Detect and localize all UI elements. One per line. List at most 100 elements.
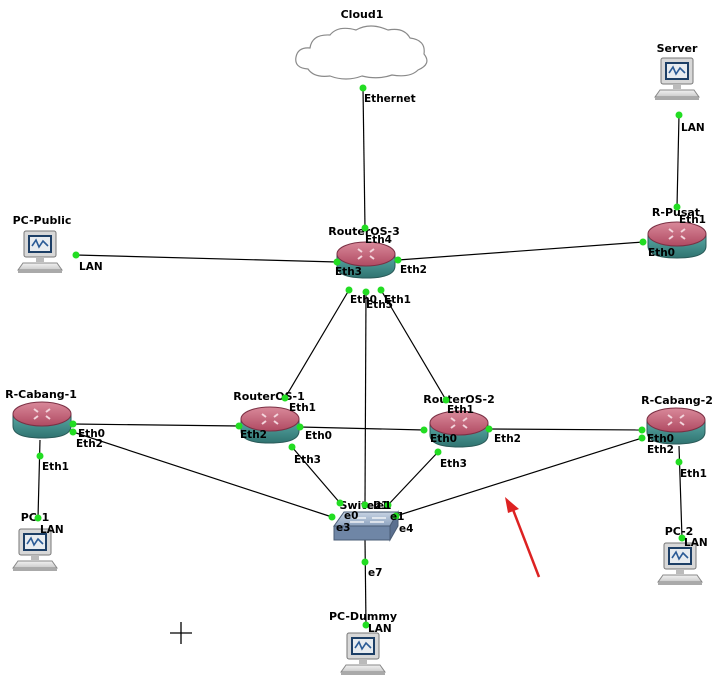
- r-cabang-2-name: R-Cabang-2: [641, 394, 713, 407]
- port-label: e4: [399, 523, 413, 535]
- node-r-cabang-1[interactable]: R-Cabang-1: [5, 388, 77, 439]
- link-routeros1-routeros2[interactable]: [299, 426, 425, 431]
- port-dot: [675, 111, 683, 119]
- port-dot: [288, 443, 296, 451]
- links: [37, 87, 683, 626]
- link-rcabang2-switch1[interactable]: [395, 437, 643, 517]
- port-label: Eth1: [384, 294, 411, 306]
- port-dot: [361, 558, 369, 566]
- node-routeros-3[interactable]: RouterOS-3: [328, 225, 400, 279]
- port-dot: [442, 396, 450, 404]
- link-routeros2-rcabang2[interactable]: [488, 428, 643, 431]
- server-pc-icon: [654, 57, 700, 101]
- port-label: Eth0: [430, 433, 457, 445]
- port-dot: [69, 420, 77, 428]
- port-label: LAN: [40, 524, 64, 536]
- port-label: LAN: [681, 122, 705, 134]
- port-dot: [72, 251, 80, 259]
- port-label: LAN: [79, 261, 103, 273]
- port-dot: [361, 501, 369, 509]
- r-cabang-1-router-icon: [12, 401, 72, 439]
- port-label: e2: [367, 500, 381, 512]
- node-server[interactable]: Server: [654, 42, 700, 101]
- port-dot: [34, 514, 42, 522]
- link-routeros2-switch1[interactable]: [387, 451, 439, 506]
- link-rcabang1-switch1[interactable]: [72, 431, 333, 518]
- pc-public-pc-icon: [17, 230, 63, 274]
- pc-dummy-name: PC-Dummy: [329, 610, 397, 623]
- node-pc-1[interactable]: PC-1: [12, 511, 58, 572]
- link-server-rpusat[interactable]: [676, 114, 680, 208]
- pc-public-name: PC-Public: [13, 214, 72, 227]
- port-label: e1: [377, 500, 391, 512]
- port-label: Eth2: [494, 433, 521, 445]
- link-rcabang1-routeros1[interactable]: [72, 423, 240, 427]
- port-dot: [485, 425, 493, 433]
- port-dot: [296, 423, 304, 431]
- cloud-icon: [295, 25, 428, 80]
- port-label: Eth2: [400, 264, 427, 276]
- port-label: Eth0: [305, 430, 332, 442]
- node-routeros-2[interactable]: RouterOS-2: [423, 393, 495, 448]
- link-routeros3-routeros1[interactable]: [284, 289, 350, 399]
- port-label: Eth3: [335, 266, 362, 278]
- link-routeros3-switch1[interactable]: [364, 291, 367, 506]
- port-dots: [34, 84, 686, 629]
- port-label: Eth3: [440, 458, 467, 470]
- link-rcabang1-pc1[interactable]: [37, 439, 41, 519]
- port-label: Eth1: [447, 404, 474, 416]
- port-label: LAN: [684, 537, 708, 549]
- port-dot: [36, 452, 44, 460]
- link-cloud-routeros3[interactable]: [362, 87, 366, 229]
- port-label: Eth4: [365, 234, 392, 246]
- port-dot: [69, 428, 77, 436]
- port-dot: [392, 512, 400, 520]
- port-dot: [362, 621, 370, 629]
- port-dot: [361, 224, 369, 232]
- port-label: Eth0: [647, 433, 674, 445]
- r-cabang-1-name: R-Cabang-1: [5, 388, 77, 401]
- red-arrow-annotation: [505, 497, 541, 578]
- port-label: Eth5: [366, 299, 393, 311]
- crosshair-cursor-icon: [170, 622, 192, 644]
- port-label: e7: [368, 567, 382, 579]
- node-pc-public[interactable]: PC-Public: [13, 214, 72, 274]
- cloud1-name: Cloud1: [341, 8, 384, 21]
- port-dot: [384, 501, 392, 509]
- port-dot: [281, 394, 289, 402]
- port-dot: [235, 422, 243, 430]
- port-label: Eth1: [679, 214, 706, 226]
- port-dot: [377, 286, 385, 294]
- port-dot: [333, 258, 341, 266]
- port-label: e1: [390, 511, 404, 523]
- node-pc-dummy[interactable]: PC-Dummy: [329, 610, 397, 676]
- routeros-3-name: RouterOS-3: [328, 225, 400, 238]
- port-label: Eth2: [76, 438, 103, 450]
- port-label: Eth3: [294, 454, 321, 466]
- port-label: Eth2: [647, 444, 674, 456]
- port-label: Eth0: [648, 247, 675, 259]
- node-cloud1[interactable]: Cloud1: [295, 8, 428, 80]
- port-dot: [673, 203, 681, 211]
- node-pc-2[interactable]: PC-2: [657, 525, 703, 586]
- port-label: e3: [336, 522, 350, 534]
- port-dot: [675, 458, 683, 466]
- port-label: e0: [344, 510, 358, 522]
- node-r-pusat[interactable]: R-Pusat: [647, 206, 707, 259]
- link-switch1-pcdummy[interactable]: [364, 539, 367, 626]
- node-r-cabang-2[interactable]: R-Cabang-2: [641, 394, 713, 445]
- link-pcpublic-routeros3[interactable]: [75, 254, 338, 263]
- port-dot: [434, 448, 442, 456]
- port-dot: [336, 499, 344, 507]
- port-label: Eth1: [289, 402, 316, 414]
- port-dot: [678, 534, 686, 542]
- link-routeros3-rpusat[interactable]: [397, 241, 644, 261]
- link-routeros3-routeros2[interactable]: [380, 289, 447, 401]
- port-dot: [639, 238, 647, 246]
- link-routeros1-switch1[interactable]: [291, 446, 341, 504]
- pc-2-pc-icon: [657, 542, 703, 586]
- port-dot: [638, 434, 646, 442]
- port-dot: [362, 288, 370, 296]
- port-label: Eth1: [680, 468, 707, 480]
